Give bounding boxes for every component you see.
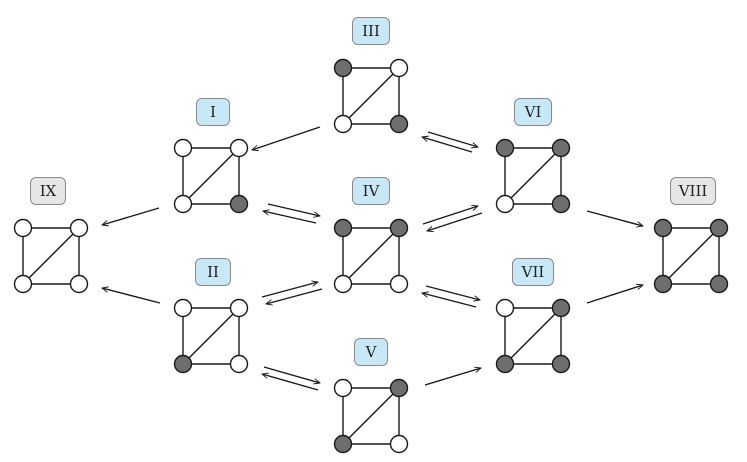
vertex-bottom-left-filled — [173, 354, 193, 374]
vertex-bottom-left-filled — [495, 354, 515, 374]
state-label-v: V — [354, 338, 388, 366]
vertex-top-left-empty — [173, 298, 193, 318]
state-graph-vii — [495, 298, 571, 374]
vertex-top-left-filled — [495, 138, 515, 158]
arrow-line — [263, 366, 320, 383]
transition-i-ix — [102, 207, 160, 225]
vertex-bottom-right-filled — [551, 194, 571, 214]
transition-iv-vii — [422, 285, 480, 308]
vertex-top-right-filled — [389, 378, 409, 398]
arrow-line — [427, 131, 478, 147]
vertex-bottom-right-empty — [229, 354, 249, 374]
graph-edge — [182, 307, 240, 365]
vertex-top-right-filled — [709, 218, 729, 238]
state-label-iii: III — [352, 17, 390, 45]
arrow-line — [252, 126, 321, 150]
arrow-line — [422, 206, 478, 225]
vertex-top-right-filled — [551, 298, 571, 318]
transition-ii-iv — [261, 282, 323, 304]
state-graph-vi — [495, 138, 571, 214]
arrow-line — [267, 203, 320, 216]
graph-edge — [22, 227, 80, 285]
vertex-bottom-right-filled — [389, 114, 409, 134]
transition-vii-viii — [586, 285, 643, 304]
vertex-top-left-filled — [653, 218, 673, 238]
arrow-line — [263, 211, 317, 224]
state-graph-v — [333, 378, 409, 454]
transition-ii-v — [262, 366, 320, 391]
arrow-line — [262, 374, 319, 391]
vertex-top-left-filled — [333, 58, 353, 78]
graph-edge — [182, 147, 240, 205]
state-label-iv: IV — [352, 177, 390, 205]
vertex-top-right-empty — [229, 138, 249, 158]
vertex-bottom-right-empty — [69, 274, 89, 294]
vertex-top-right-empty — [69, 218, 89, 238]
vertex-top-left-filled — [333, 218, 353, 238]
vertex-top-right-empty — [389, 58, 409, 78]
arrow-line — [424, 368, 481, 386]
vertex-bottom-left-filled — [653, 274, 673, 294]
arrow-line — [586, 285, 643, 304]
vertex-bottom-right-filled — [709, 274, 729, 294]
vertex-bottom-left-filled — [333, 434, 353, 454]
vertex-bottom-left-empty — [333, 114, 353, 134]
state-graph-iii — [333, 58, 409, 134]
vertex-bottom-left-empty — [495, 194, 515, 214]
vertex-bottom-left-empty — [13, 274, 33, 294]
state-label-vi: VI — [514, 98, 552, 126]
arrow-line — [102, 207, 160, 225]
arrow-line — [422, 137, 473, 153]
arrow-line — [586, 210, 643, 226]
vertex-top-right-filled — [389, 218, 409, 238]
state-graphs — [13, 58, 729, 454]
transition-vi-viii — [586, 210, 643, 226]
vertex-bottom-right-empty — [389, 274, 409, 294]
state-label-ii: II — [195, 258, 231, 286]
vertex-top-right-empty — [229, 298, 249, 318]
arrow-line — [427, 212, 483, 231]
vertex-top-left-empty — [333, 378, 353, 398]
state-graph-viii — [653, 218, 729, 294]
arrow-line — [261, 282, 318, 298]
transition-iii-vi — [422, 131, 478, 153]
transition-arrows — [102, 126, 643, 391]
state-graph-i — [173, 138, 249, 214]
transition-iii-i — [252, 126, 321, 150]
vertex-bottom-right-filled — [551, 354, 571, 374]
arrow-line — [425, 285, 480, 300]
vertex-bottom-right-empty — [389, 434, 409, 454]
transition-v-vii — [424, 368, 481, 386]
transition-iv-vi — [422, 206, 483, 231]
transition-ii-ix — [102, 288, 161, 304]
arrow-line — [422, 293, 477, 308]
vertex-top-left-empty — [173, 138, 193, 158]
vertex-top-left-empty — [13, 218, 33, 238]
vertex-top-left-empty — [495, 298, 515, 318]
graph-edge — [504, 147, 562, 205]
state-label-i: I — [196, 98, 230, 126]
vertex-bottom-left-empty — [333, 274, 353, 294]
vertex-top-right-filled — [551, 138, 571, 158]
arrow-line — [266, 288, 323, 304]
state-label-viii: VIII — [670, 177, 716, 205]
graph-edge — [342, 387, 400, 445]
vertex-bottom-right-filled — [229, 194, 249, 214]
vertex-bottom-left-empty — [173, 194, 193, 214]
graph-edge — [504, 307, 562, 365]
state-label-vii: VII — [512, 258, 554, 286]
arrow-line — [102, 288, 161, 304]
state-graph-ii — [173, 298, 249, 374]
state-graph-iv — [333, 218, 409, 294]
transition-i-iv — [263, 203, 320, 224]
graph-edge — [342, 227, 400, 285]
state-label-ix: IX — [30, 177, 66, 205]
state-graph-ix — [13, 218, 89, 294]
graph-edge — [662, 227, 720, 285]
graph-edge — [342, 67, 400, 125]
